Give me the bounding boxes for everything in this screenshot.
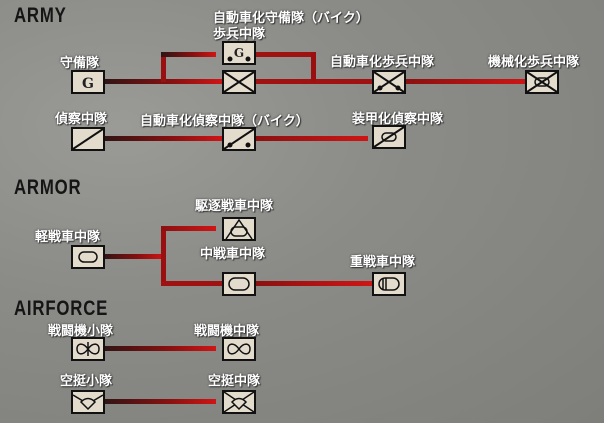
section-airforce-title: AIRFORCE <box>14 297 109 320</box>
moto-recon-icon <box>224 129 254 149</box>
medium-tank-icon <box>228 277 250 291</box>
garrison-icon: G <box>82 76 94 92</box>
airborne-platoon-label: 空挺小隊 <box>60 374 113 389</box>
airborne-company-label: 空挺中隊 <box>208 374 261 389</box>
mechanized-infantry-icon <box>527 72 557 92</box>
motorized-infantry-label: 自動車化歩兵中隊 <box>330 55 435 70</box>
connector-line <box>161 281 222 286</box>
fighter-company-label: 戦闘機中隊 <box>194 324 260 339</box>
section-armor-title: ARMOR <box>14 176 82 199</box>
tank-destroyer-icon <box>225 219 253 239</box>
svg-text:G: G <box>234 46 244 60</box>
infantry-label: 歩兵中隊 <box>213 27 266 42</box>
svg-text:G: G <box>82 76 94 92</box>
medium-tank-unit[interactable] <box>222 272 256 296</box>
heavy-tank-unit[interactable] <box>372 272 406 296</box>
recon-label: 偵察中隊 <box>55 112 108 127</box>
garrison-label: 守備隊 <box>60 56 100 71</box>
moto-garrison-label: 自動車化守備隊（バイク） <box>213 11 369 26</box>
parachute-icon <box>224 392 254 412</box>
heavy-tank-label: 重戦車中隊 <box>350 255 416 270</box>
armored-recon-unit[interactable] <box>372 125 406 149</box>
airborne-company-unit[interactable] <box>222 390 256 414</box>
fighter-platoon-unit[interactable] <box>71 337 105 361</box>
light-tank-unit[interactable] <box>71 245 105 269</box>
light-tank-icon <box>78 251 98 263</box>
light-tank-label: 軽戦車中隊 <box>35 230 101 245</box>
mechanized-infantry-unit[interactable] <box>525 70 559 94</box>
airborne-platoon-unit[interactable] <box>71 390 105 414</box>
heavy-tank-icon <box>378 277 400 291</box>
medium-tank-label: 中戦車中隊 <box>200 247 266 262</box>
armored-recon-icon <box>374 127 404 147</box>
connector-line <box>311 52 316 82</box>
connector-line <box>253 136 368 141</box>
fighter-icon <box>76 342 100 356</box>
infantry-icon <box>224 72 254 92</box>
connector-line <box>102 346 216 351</box>
section-army-title: ARMY <box>14 4 67 27</box>
recon-icon <box>73 129 103 149</box>
tank-destroyer-unit[interactable] <box>222 217 256 241</box>
garrison-unit[interactable]: G <box>71 70 105 94</box>
moto-garrison-unit[interactable]: G <box>222 41 256 65</box>
connector-line <box>102 136 222 141</box>
tank-destroyer-label: 駆逐戦車中隊 <box>195 199 274 214</box>
fighter-company-unit[interactable] <box>222 337 256 361</box>
connector-line <box>161 52 166 82</box>
armored-recon-label: 装甲化偵察中隊 <box>352 112 444 127</box>
infantry-unit[interactable] <box>222 70 256 94</box>
connector-line <box>161 226 166 286</box>
fighter-platoon-label: 戦闘機小隊 <box>48 324 114 339</box>
connector-line <box>253 52 315 57</box>
fighter-icon <box>227 343 251 355</box>
connector-line <box>161 226 216 231</box>
parachute-icon <box>73 394 103 411</box>
connector-line <box>102 399 216 404</box>
moto-recon-unit[interactable] <box>222 127 256 151</box>
connector-line <box>253 281 372 286</box>
motorized-infantry-icon <box>374 72 404 92</box>
moto-recon-label: 自動車化偵察中隊（バイク） <box>140 114 309 129</box>
connector-line <box>403 79 533 84</box>
connector-line <box>161 52 216 57</box>
moto-garrison-icon: G <box>227 46 251 62</box>
recon-unit[interactable] <box>71 127 105 151</box>
motorized-infantry-unit[interactable] <box>372 70 406 94</box>
mechanized-infantry-label: 機械化歩兵中隊 <box>488 55 580 70</box>
connector-line <box>102 254 164 259</box>
